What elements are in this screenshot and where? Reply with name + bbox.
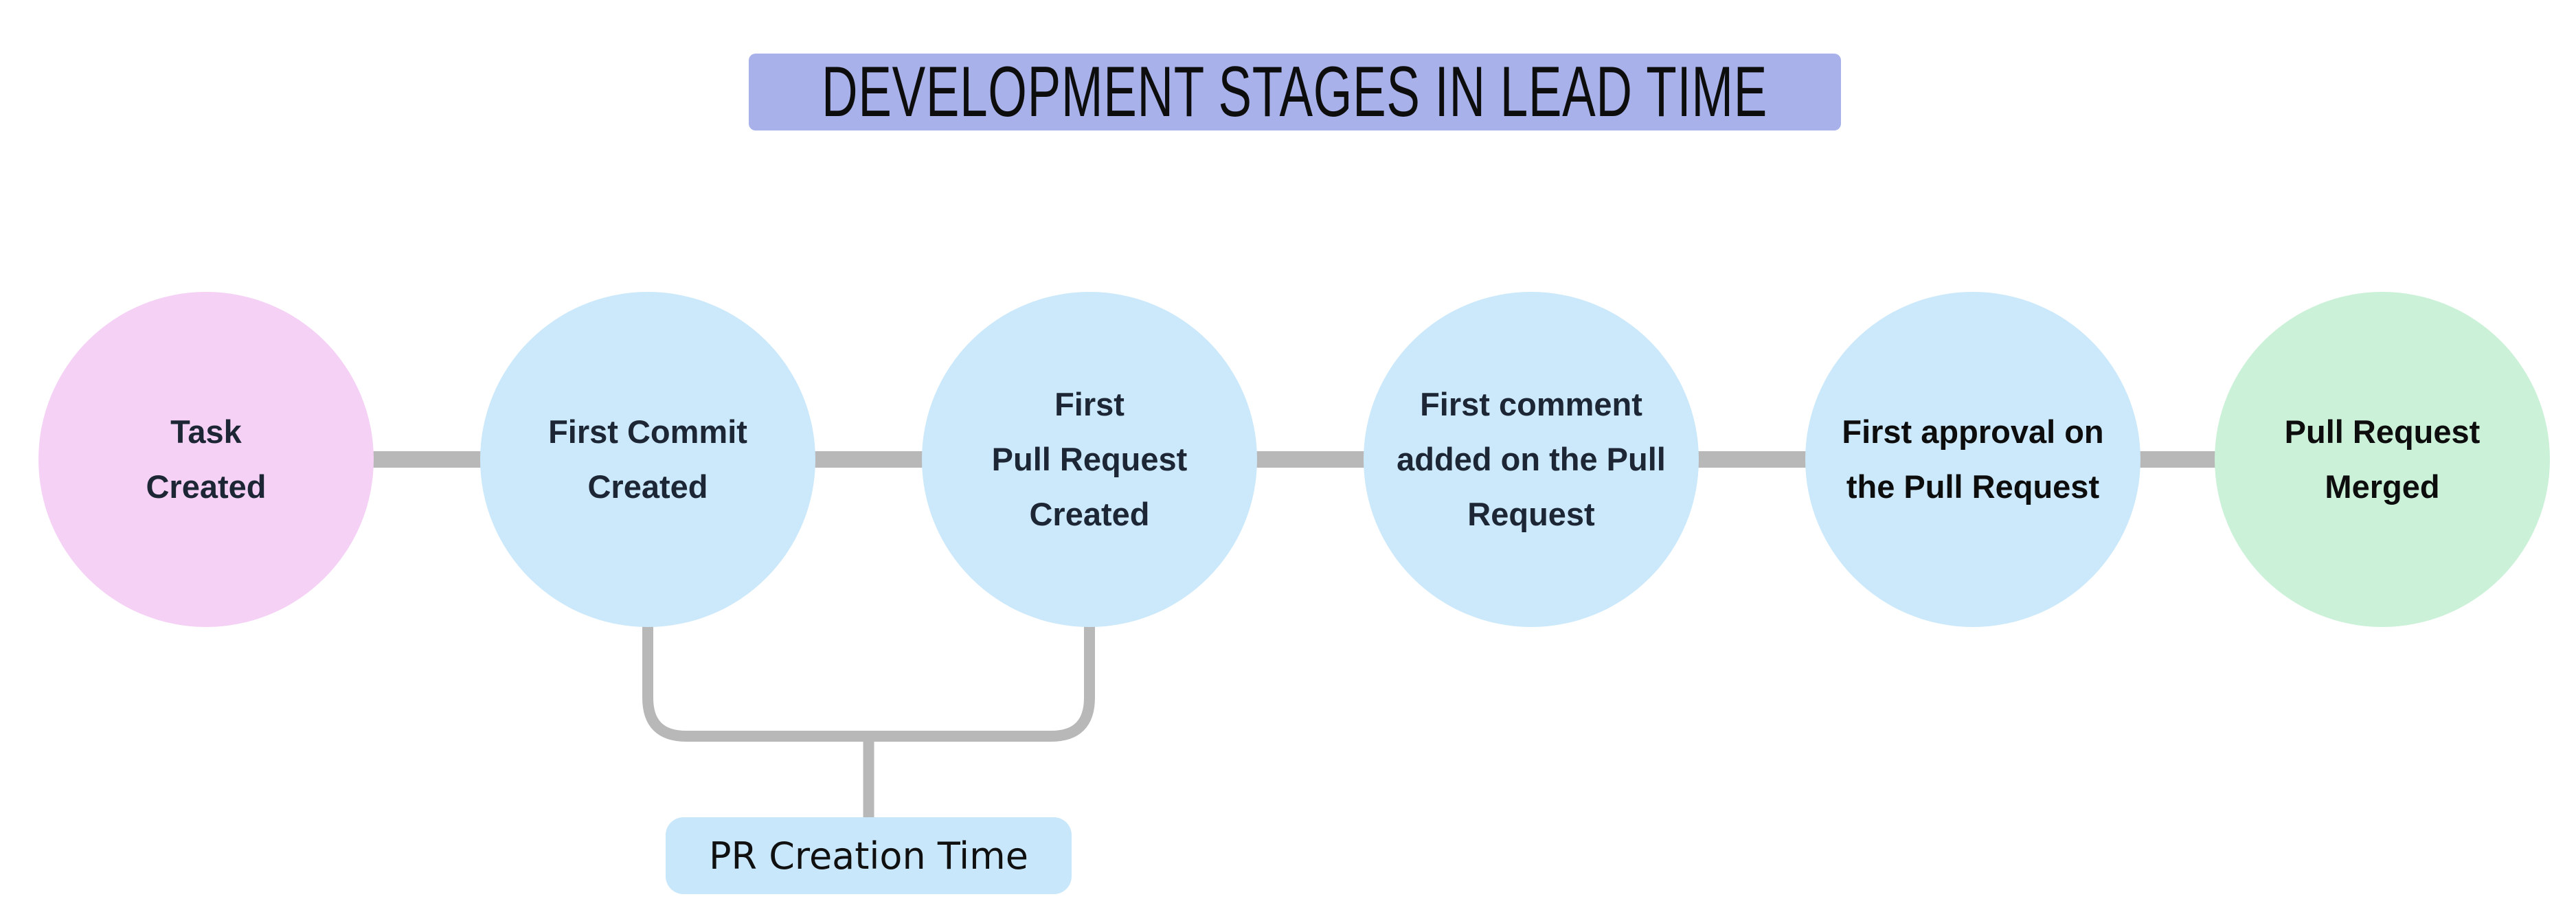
stage-circle-first-commit-created: First Commit Created	[480, 292, 815, 627]
title-banner: DEVELOPMENT STAGES IN LEAD TIME	[749, 52, 1841, 132]
stage-circle-pull-request-merged: Pull Request Merged	[2215, 292, 2550, 627]
stage-circle-first-comment-added: First comment added on the Pull Request	[1364, 292, 1699, 627]
pr-creation-time-label: PR Creation Time	[666, 817, 1072, 894]
stage-circle-task-created: Task Created	[38, 292, 374, 627]
stage-circle-first-approval: First approval on the Pull Request	[1805, 292, 2140, 627]
stage-circle-first-pull-request-created: First Pull Request Created	[922, 292, 1257, 627]
pr-creation-bracket	[642, 622, 1095, 742]
page-title: DEVELOPMENT STAGES IN LEAD TIME	[822, 52, 1768, 132]
